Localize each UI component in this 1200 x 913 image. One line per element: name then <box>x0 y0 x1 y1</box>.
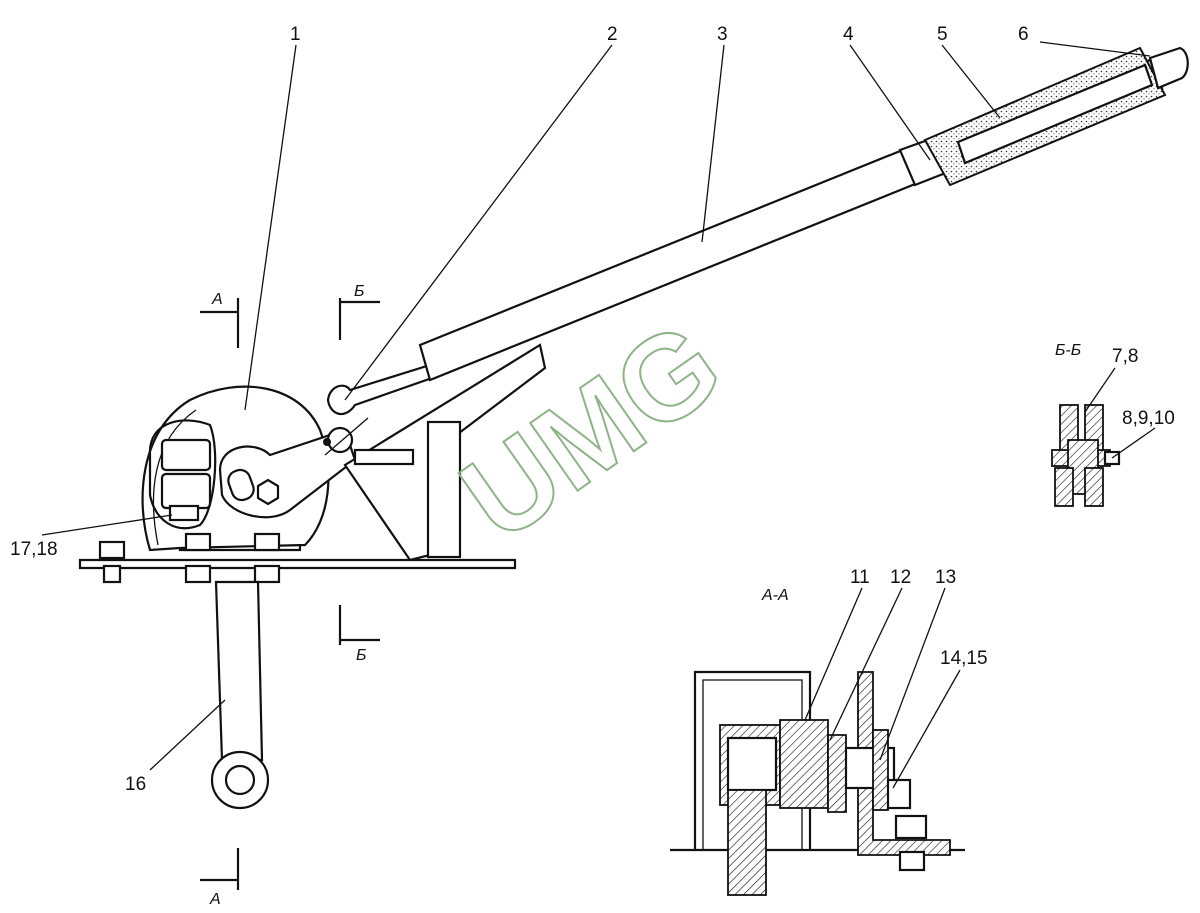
callout-2: 2 <box>607 24 618 45</box>
callout-14-15: 14,15 <box>940 648 988 669</box>
marker-b-bottom: Б <box>356 647 366 664</box>
callout-13: 13 <box>935 567 956 588</box>
marker-a-bottom: А <box>209 891 221 908</box>
latch-rod <box>326 363 434 416</box>
main-view <box>78 46 1189 810</box>
leader-lines <box>41 41 1156 789</box>
callout-4: 4 <box>843 24 854 45</box>
callout-3: 3 <box>717 24 728 45</box>
callout-12: 12 <box>890 567 911 588</box>
nut-17-18 <box>168 504 200 522</box>
callout-8-9-10: 8,9,10 <box>1122 408 1175 429</box>
callout-5: 5 <box>937 24 948 45</box>
hex-bolt <box>256 478 280 506</box>
marker-a-top: А <box>211 291 223 308</box>
section-markers <box>200 298 380 890</box>
section-a-a-title: А-А <box>761 587 789 604</box>
callout-16: 16 <box>125 774 146 795</box>
section-b-b <box>1051 404 1121 507</box>
section-b-b-title: Б-Б <box>1055 342 1081 359</box>
stop-tab <box>353 448 415 466</box>
callout-1: 1 <box>290 24 301 45</box>
bracket-plate <box>426 420 462 559</box>
link-16 <box>214 580 264 762</box>
roller-lower <box>160 472 212 510</box>
base-bolts <box>98 532 281 584</box>
callout-7-8: 7,8 <box>1112 346 1138 367</box>
roller-frame <box>148 419 217 530</box>
pivot-pin <box>326 426 354 454</box>
callout-6: 6 <box>1018 24 1029 45</box>
callout-17-18: 17,18 <box>10 539 58 560</box>
base-plate <box>78 558 517 570</box>
callout-11: 11 <box>850 567 870 588</box>
roller-upper <box>160 438 212 472</box>
section-a-a <box>670 670 965 896</box>
slot <box>227 468 255 502</box>
grip-inner <box>956 63 1154 165</box>
marker-b-top: Б <box>354 283 364 300</box>
end-cap <box>1148 46 1189 90</box>
